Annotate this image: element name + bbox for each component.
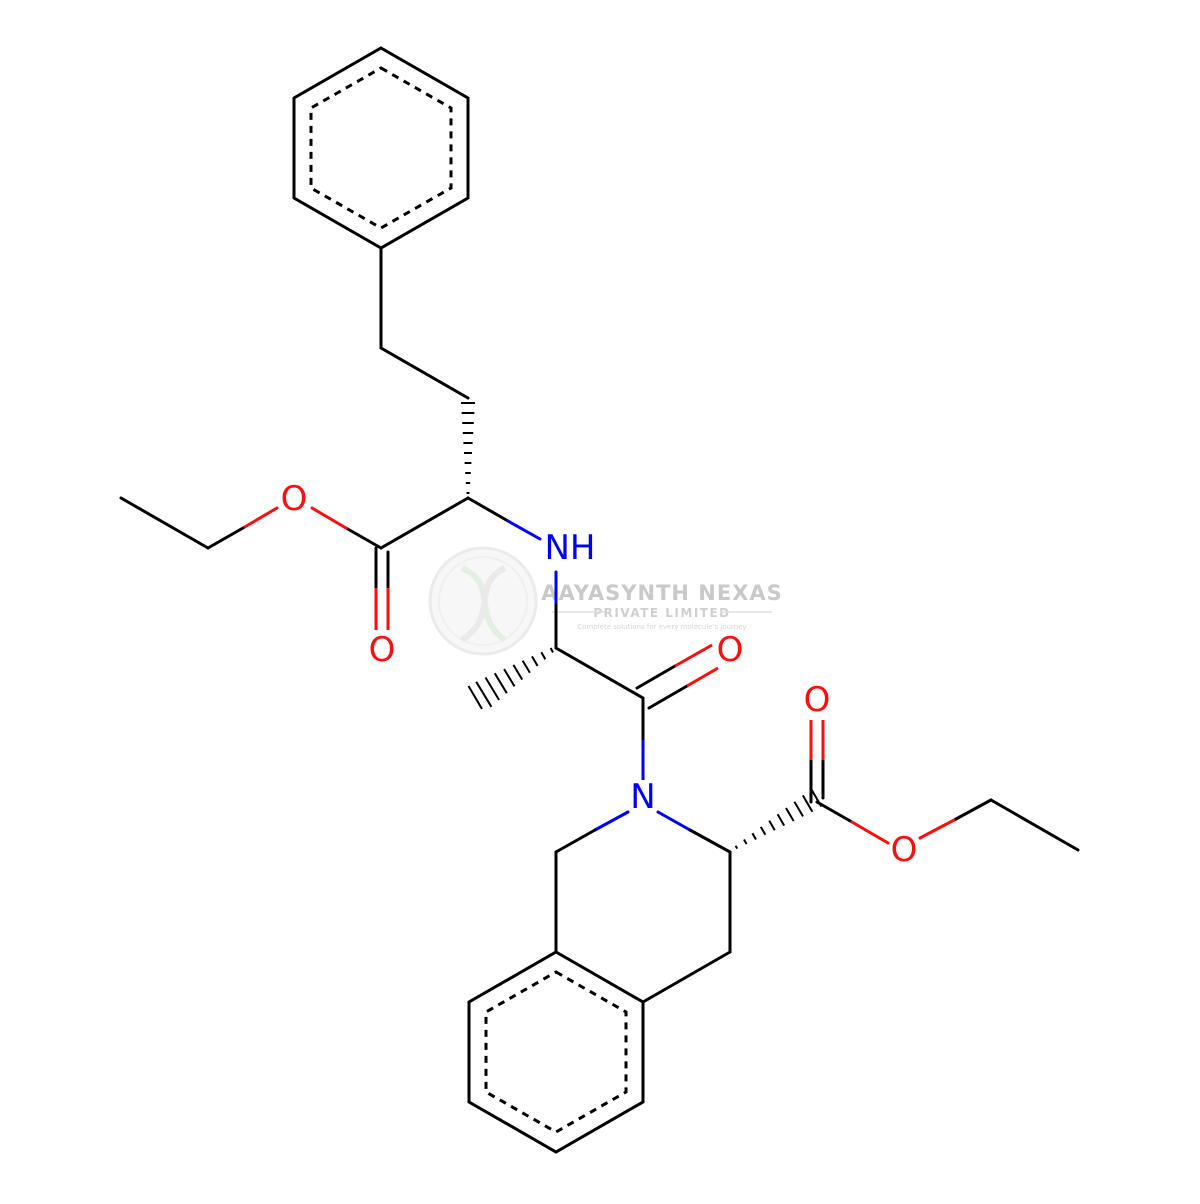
bond-amide-co-b [647,684,689,710]
bond-ester2-oc-red [918,817,958,840]
benzo-ring [467,950,645,1154]
bond-ester1-co-red [310,506,348,530]
atom-nitrogen: N [630,777,655,817]
bond-c4-ar [641,950,732,1004]
bond-n-ch2-blue [593,810,630,832]
bond-amide-co-a [635,664,677,690]
bond-ch2-2 [379,346,470,400]
watermark-name: AAYASYNTH NEXAS [541,581,783,605]
atom-oxygen-amide: O [717,630,744,670]
bond-ethyl-1 [119,496,210,550]
bond-ester2-o-black [815,800,854,824]
hashed-wedge-bond-1 [461,402,475,494]
atom-oxygen-ester2-ether: O [891,830,918,870]
atom-oxygen-ester2-carbonyl: O [804,680,831,720]
bond-ester1-oc-red [241,506,279,530]
bond-n-c3-black [688,828,732,854]
hashed-wedge-bond-3 [734,788,823,850]
bond-ethyl-2 [989,798,1080,852]
bond-n-c3-blue [656,810,692,832]
dna-strand-icon [460,565,507,643]
bond-c-ester1 [379,496,470,550]
bond-amide-co-a-red [674,643,713,668]
atom-oxygen-ester1-ether: O [281,479,308,519]
watermark-logo [428,546,538,656]
bond-n-ch2-black [554,828,597,854]
bond-ester2-o-red [850,820,890,845]
benzo-ring-outline [467,950,645,1154]
benzo-aromatic-circle [484,970,628,1134]
atom-oxygen-ester1-carbonyl: O [369,630,396,670]
watermark-subtitle: PRIVATE LIMITED [593,606,730,620]
hashed-wedge-bond-2 [467,647,554,710]
bond-c-nh-black [466,496,510,523]
phenyl-ring [292,46,470,250]
watermark-inner-ring [438,556,528,646]
bond-ester1-oc-black [206,526,245,550]
phenyl-aromatic-circle [309,66,453,230]
watermark-tagline: Complete solutions for every molecule's … [577,623,746,631]
phenyl-ring-outline [292,46,470,250]
bond-ca-amide-c [554,646,645,700]
bond-ester1-co-black [344,526,383,550]
bond-amide-co-b-red [686,666,719,688]
bond-c-nh-blue [506,519,542,541]
bond-ester2-oc-black [954,798,993,821]
atom-nh: NH [545,528,596,568]
